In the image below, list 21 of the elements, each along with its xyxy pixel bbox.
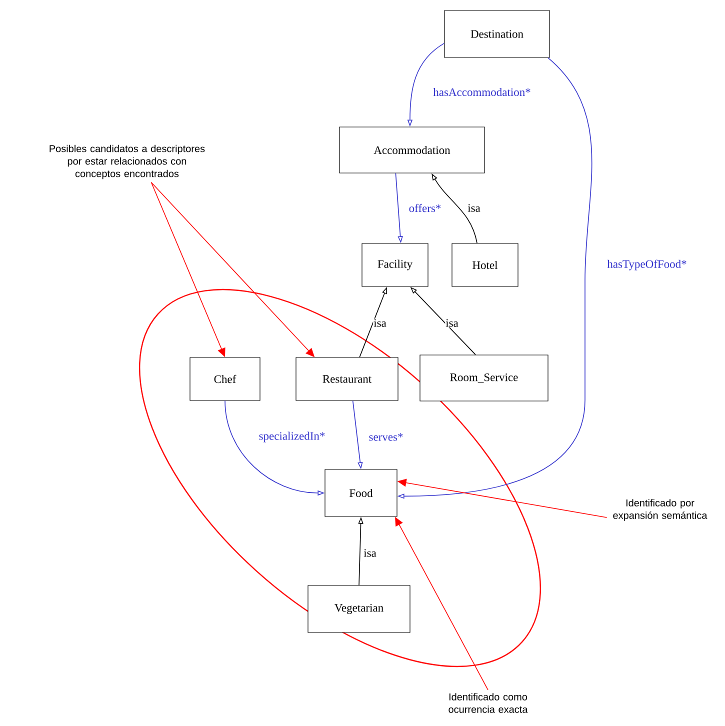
edge-label: isa bbox=[363, 548, 377, 558]
edge-label: isa bbox=[467, 204, 481, 212]
edge-label: isa bbox=[445, 318, 459, 328]
class-box: Facility bbox=[362, 243, 428, 287]
annotation-text: Identificado por expansión semántica bbox=[613, 499, 708, 521]
class-box: Chef bbox=[190, 357, 260, 401]
class-box: Restaurant bbox=[296, 357, 398, 401]
edge-label: specializedIn* bbox=[258, 431, 326, 443]
class-box: Accommodation bbox=[339, 126, 485, 174]
edge-label: offers* bbox=[408, 203, 442, 213]
class-box: Vegetarian bbox=[308, 585, 410, 633]
class-box: Destination bbox=[444, 10, 550, 58]
class-box: Room_Service bbox=[420, 354, 548, 402]
annotation-text: Identificado como ocurrencia exacta bbox=[448, 693, 528, 713]
annotation-text: Posibles candidatos a descriptores por estar relacionados con conceptos encontrados bbox=[50, 144, 205, 180]
class-box: Food bbox=[324, 469, 398, 517]
edge-label: hasAccommodation* bbox=[432, 87, 532, 97]
class-box: Hotel bbox=[452, 243, 518, 287]
edge-label: hasTypeOfFood* bbox=[606, 259, 688, 271]
edge-label: isa bbox=[373, 318, 387, 328]
edge-label: serves* bbox=[368, 432, 404, 442]
